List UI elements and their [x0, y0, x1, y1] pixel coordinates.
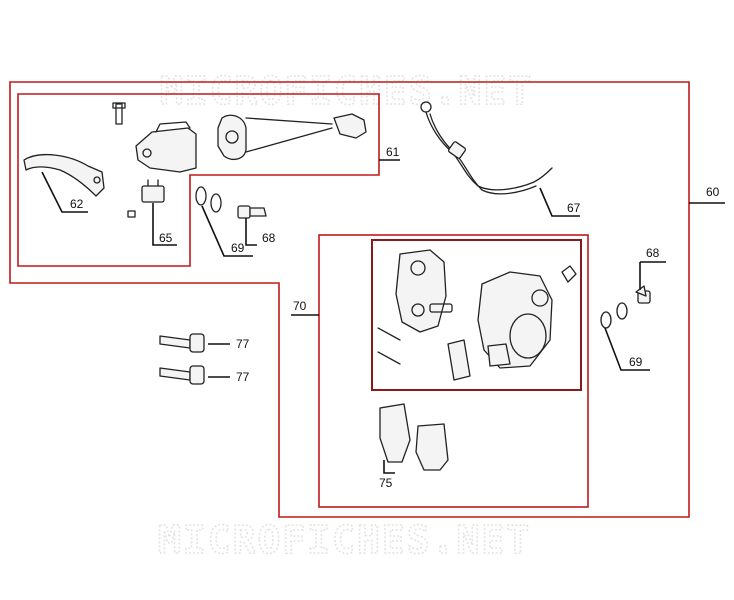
- watermark-top: MICROFICHES.NET: [160, 69, 533, 113]
- handlebar-clamp-part: [217, 113, 367, 161]
- master-cylinder-part: [112, 102, 197, 173]
- callout-65: 65: [159, 231, 173, 245]
- callout-60: 60: [706, 185, 720, 199]
- frame-assembly-60: [9, 81, 690, 518]
- callout-69-right: 69: [629, 355, 643, 369]
- caliper-pins-part: [377, 327, 401, 365]
- washer-69-top-part: [195, 186, 222, 213]
- callout-67: 67: [567, 201, 581, 215]
- brake-pads-part: [379, 403, 449, 471]
- banjo-bolt-68-top-part: [237, 205, 267, 219]
- watermark-bottom: MICROFICHES.NET: [158, 518, 531, 562]
- pad-spring-part: [447, 339, 471, 381]
- callout-77-upper: 77: [236, 337, 250, 351]
- brake-lever-part: [23, 154, 105, 197]
- bolt-77-upper-part: [159, 333, 205, 353]
- callout-61: 61: [386, 145, 400, 159]
- brake-switch-part: [127, 179, 165, 218]
- banjo-bolt-68-right-part: [635, 285, 651, 304]
- callout-77-lower: 77: [236, 370, 250, 384]
- callout-75: 75: [379, 476, 393, 490]
- washer-69-right-part: [600, 302, 628, 329]
- callout-68-right: 68: [646, 246, 660, 260]
- caliper-bracket-part: [395, 249, 453, 333]
- callout-69-top: 69: [231, 241, 245, 255]
- frame-master-cylinder-61: [17, 93, 380, 267]
- callout-68-top: 68: [262, 231, 276, 245]
- leader-lines: [41, 159, 725, 474]
- frame-caliper-body: [371, 239, 582, 391]
- brake-hose-part: [420, 101, 553, 195]
- frame-caliper-70: [318, 234, 589, 508]
- callout-62: 62: [70, 197, 84, 211]
- callout-70: 70: [293, 299, 307, 313]
- caliper-body-part: [477, 265, 577, 369]
- bolt-77-lower-part: [159, 365, 205, 385]
